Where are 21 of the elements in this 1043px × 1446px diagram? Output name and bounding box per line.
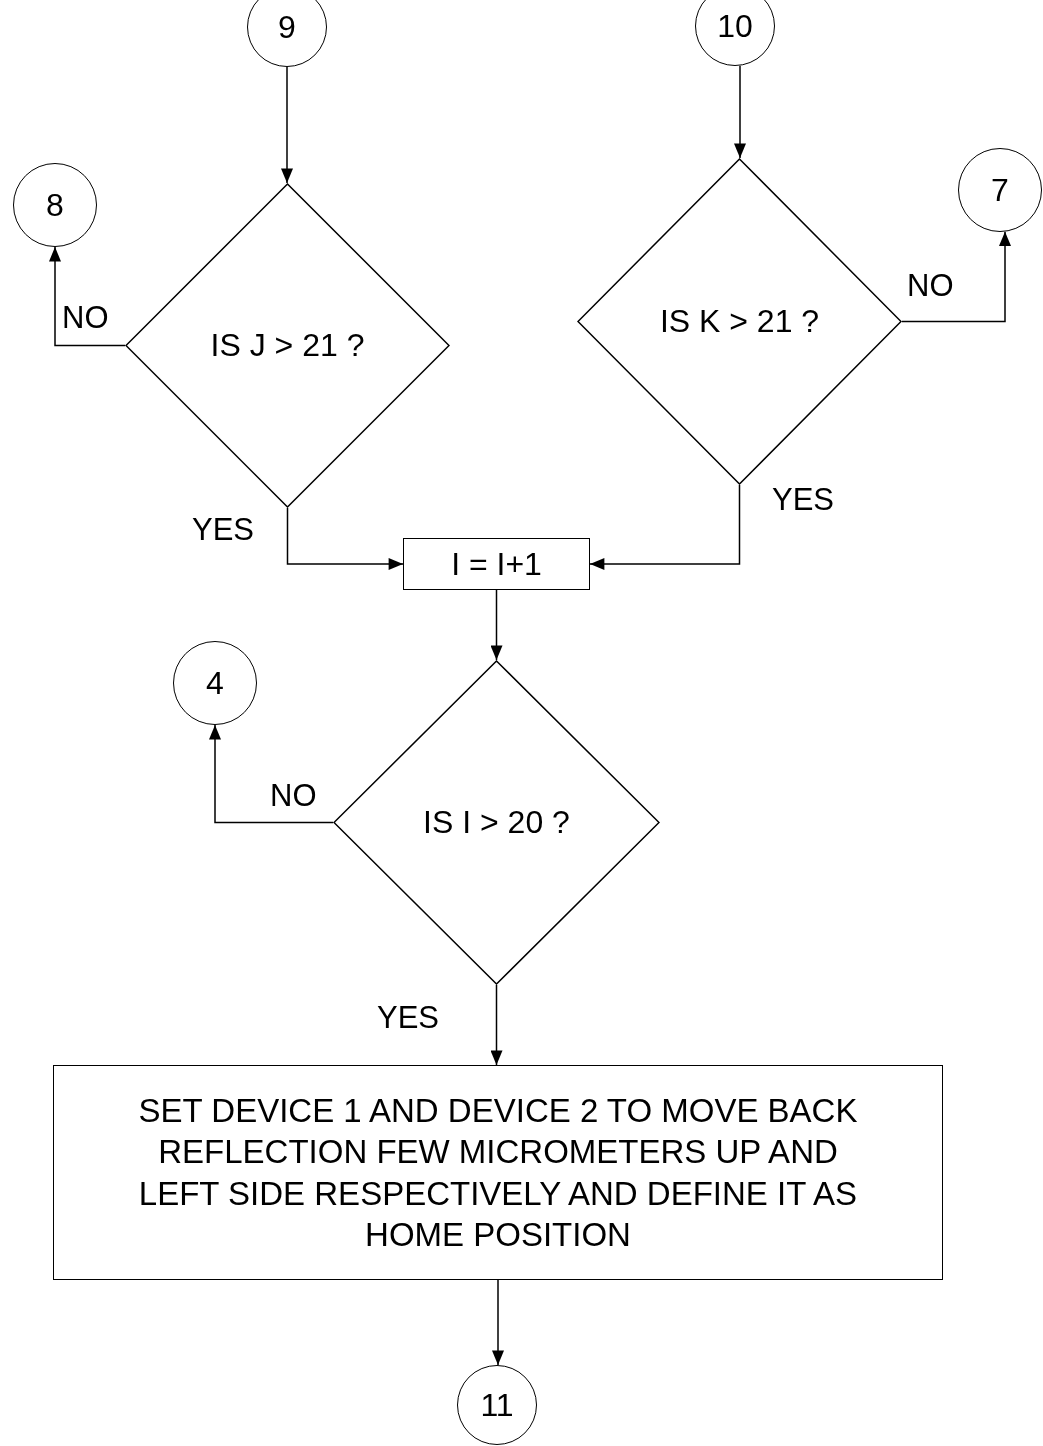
arrow [286,507,404,570]
arrow [901,230,1011,323]
arrow [490,589,503,661]
arrow [734,64,746,159]
arrow [49,246,126,347]
arrow [209,724,334,824]
arrow [589,484,741,570]
arrow [490,984,503,1066]
decision-diamond: IS I > 20 ? [333,660,660,985]
arrow [492,1279,504,1366]
arrow [281,66,293,184]
connector-circle: 9 [247,0,327,67]
process-box: I = I+1 [403,538,590,590]
process-box: SET DEVICE 1 AND DEVICE 2 TO MOVE BACK REFLECTION FEW MICROMETERS UP AND LEFT SIDE RESPECTIVELY AND DEFINE IT AS HOME POSITION [53,1065,943,1280]
connector-circle: 8 [13,163,97,247]
decision-diamond: IS J > 21 ? [125,183,450,508]
connector-circle: 4 [173,641,257,725]
connector-circle: 7 [958,148,1042,232]
decision-diamond: IS K > 21 ? [577,158,902,485]
connector-circle: 11 [457,1365,537,1445]
connector-circle: 10 [695,0,775,66]
